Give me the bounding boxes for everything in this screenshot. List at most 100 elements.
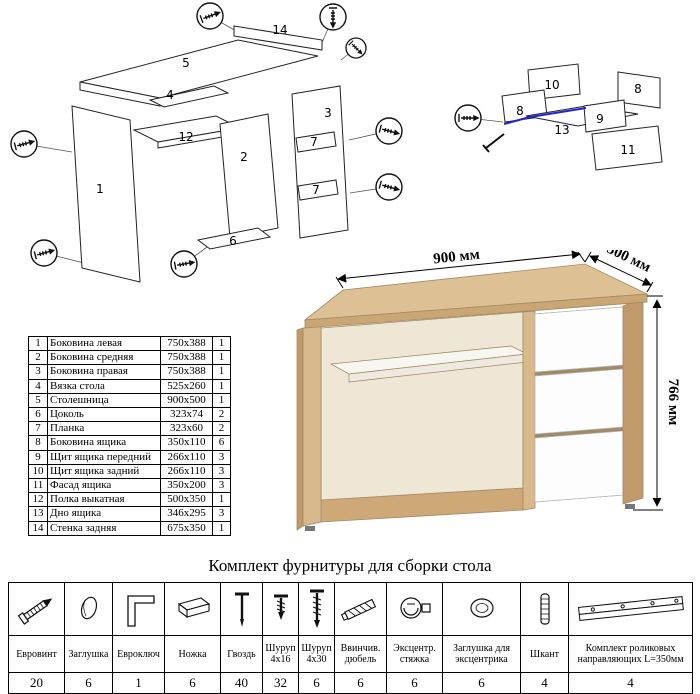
hardware-qty-cell: 6 xyxy=(442,672,521,694)
hardware-name-cell: Шуруп 4х16 xyxy=(262,635,299,673)
screw-icon xyxy=(378,124,401,136)
desk-tabletop-edge xyxy=(304,293,648,329)
part-back-panel xyxy=(233,25,323,51)
dim-depth-label: 500 мм xyxy=(604,250,653,276)
part-frame-bar xyxy=(148,85,230,108)
confirmat-screw-icon xyxy=(13,139,36,151)
part-size-cell: 350x110 xyxy=(160,435,213,451)
part-name-cell: Планка xyxy=(47,421,161,437)
part-name-cell: Боковина средняя xyxy=(47,350,161,366)
hardware-icon-cell xyxy=(262,582,299,636)
fastener-callout xyxy=(10,130,38,158)
part-number-cell: 9 xyxy=(28,449,48,465)
hardware-name-cell: Заглушка для эксцентрика xyxy=(442,635,521,673)
hardware-name-cell: Шкант xyxy=(520,635,569,673)
part-size-cell: 500x350 xyxy=(160,492,213,508)
fastener-callout xyxy=(319,3,347,31)
part-size-cell: 323x74 xyxy=(160,407,213,423)
wood-dowel-icon xyxy=(539,593,550,625)
part-label-10: 10 xyxy=(544,78,559,92)
hardware-name-cell: Ввинчив. дюбель xyxy=(334,635,387,673)
part-qty-cell: 6 xyxy=(212,435,231,451)
part-label-2: 2 xyxy=(240,150,248,164)
hardware-icon-cell xyxy=(220,582,263,636)
part-name-cell: Щит ящика задний xyxy=(47,463,161,480)
drawer-front-top xyxy=(534,306,624,373)
part-qty-cell: 1 xyxy=(212,364,231,380)
fastener-callout xyxy=(30,239,58,267)
part-number-cell: 13 xyxy=(28,506,48,522)
part-left-panel xyxy=(71,105,141,283)
hardware-name-cell: Евроключ xyxy=(112,635,165,673)
part-size-cell: 675x350 xyxy=(160,520,213,536)
hardware-icon-cell xyxy=(568,582,693,636)
part-name-cell: Столешница xyxy=(47,392,161,409)
part-size-cell: 750x388 xyxy=(160,364,213,380)
screw-long-icon xyxy=(309,589,324,628)
part-name-cell: Боковина ящика xyxy=(47,435,161,451)
hardware-icon-cell xyxy=(298,582,335,636)
part-size-cell: 266x110 xyxy=(160,449,213,465)
part-qty-cell: 3 xyxy=(212,463,231,480)
dimension-lines xyxy=(335,250,663,511)
hardware-qty-cell: 4 xyxy=(520,672,569,694)
part-label-11: 11 xyxy=(620,143,635,157)
part-name-cell: Боковина правая xyxy=(47,364,161,380)
hardware-icon-cell xyxy=(64,582,113,636)
hardware-name-cell: Гвоздь xyxy=(220,635,263,673)
dim-width-label: 900 мм xyxy=(433,250,481,267)
hardware-qty-cell: 32 xyxy=(262,672,299,694)
hardware-name-cell: Комплект роликовых направляющих L=350мм xyxy=(568,635,693,673)
part-label-13: 13 xyxy=(554,123,569,137)
part-number-labels: 14 5 4 12 2 3 7 7 1 6 10 8 8 9 13 11 xyxy=(96,23,642,248)
part-size-cell: 750x388 xyxy=(160,350,213,366)
part-name-cell: Вязка стола xyxy=(47,378,161,394)
hardware-name-cell: Эксцентр. стяжка xyxy=(386,635,443,673)
fastener-callout xyxy=(345,37,367,59)
part-size-cell: 750x388 xyxy=(160,335,213,352)
part-name-cell: Щит ящика передний xyxy=(47,449,161,465)
part-qty-cell: 1 xyxy=(212,335,231,352)
hardware-name-cell: Шуруп 4х30 xyxy=(298,635,335,673)
part-number-cell: 2 xyxy=(28,350,48,366)
part-label-14: 14 xyxy=(272,23,287,37)
part-qty-cell: 1 xyxy=(212,350,231,366)
hexkey-icon xyxy=(126,595,155,627)
hardware-table: Евровинт Заглушка Евроключ Ножка Гвоздь … xyxy=(8,582,693,694)
hardware-qty-cell: 4 xyxy=(568,672,693,694)
part-label-7a: 7 xyxy=(310,135,318,149)
hardware-icon-cell xyxy=(112,582,165,636)
desk-left-panel xyxy=(302,325,322,527)
loose-screw-icon xyxy=(482,133,505,153)
part-name-cell: Боковина левая xyxy=(47,335,161,352)
hardware-qty-cell: 6 xyxy=(298,672,335,694)
part-label-6: 6 xyxy=(229,234,237,248)
part-right-panel xyxy=(291,85,349,239)
hardware-qty-cell: 20 xyxy=(8,672,65,694)
part-label-4: 4 xyxy=(166,88,174,102)
part-qty-cell: 3 xyxy=(212,449,231,465)
part-size-cell: 525x260 xyxy=(160,378,213,394)
part-number-cell: 11 xyxy=(28,478,48,494)
part-number-cell: 6 xyxy=(28,407,48,423)
desk-left-panel-outer xyxy=(296,327,304,531)
hardware-qty-row: 20 6 1 6 40 32 6 6 6 6 4 4 xyxy=(8,672,693,694)
confirmat-screw-icon xyxy=(33,248,56,260)
hardware-icon-cell xyxy=(8,582,65,636)
hardware-name-row: Евровинт Заглушка Евроключ Ножка Гвоздь … xyxy=(8,635,693,673)
fastener-callout xyxy=(375,173,403,201)
screw-icon xyxy=(458,114,480,122)
drawer-exploded-view xyxy=(482,63,663,171)
hardware-kit-title: Комплект фурнитуры для сборки стола xyxy=(208,556,492,575)
part-plank-top xyxy=(295,131,337,153)
cam-cap-icon xyxy=(469,598,494,618)
part-number-cell: 3 xyxy=(28,364,48,380)
confirmat-screw-icon xyxy=(199,11,221,24)
part-qty-cell: 2 xyxy=(212,407,231,423)
